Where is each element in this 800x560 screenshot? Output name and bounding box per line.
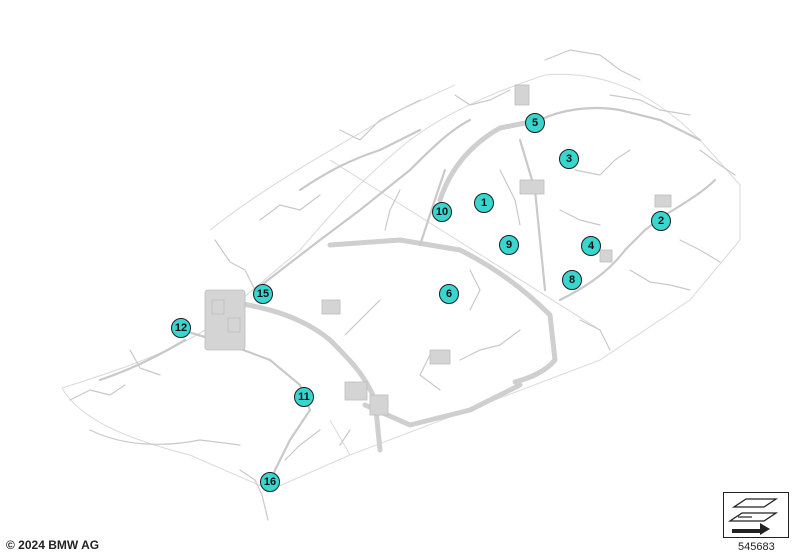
callout-11[interactable]: 11 xyxy=(294,387,314,407)
callout-1[interactable]: 1 xyxy=(474,193,494,213)
connector-blocks xyxy=(204,84,672,416)
callout-6[interactable]: 6 xyxy=(439,284,459,304)
branch-wires xyxy=(69,49,736,521)
view-orientation-box xyxy=(723,492,789,538)
document-number: 545683 xyxy=(738,541,775,553)
isometric-view-arrow-icon xyxy=(727,498,779,535)
callout-10[interactable]: 10 xyxy=(432,202,452,222)
callout-5[interactable]: 5 xyxy=(525,113,545,133)
vehicle-body-outline xyxy=(61,73,741,491)
callout-8[interactable]: 8 xyxy=(562,270,582,290)
callout-15[interactable]: 15 xyxy=(253,284,273,304)
callout-9[interactable]: 9 xyxy=(499,235,519,255)
callout-2[interactable]: 2 xyxy=(651,211,671,231)
callout-3[interactable]: 3 xyxy=(559,149,579,169)
copyright-text: © 2024 BMW AG xyxy=(6,538,100,552)
callout-4[interactable]: 4 xyxy=(581,236,601,256)
callout-12[interactable]: 12 xyxy=(171,318,191,338)
callout-16[interactable]: 16 xyxy=(260,472,280,492)
